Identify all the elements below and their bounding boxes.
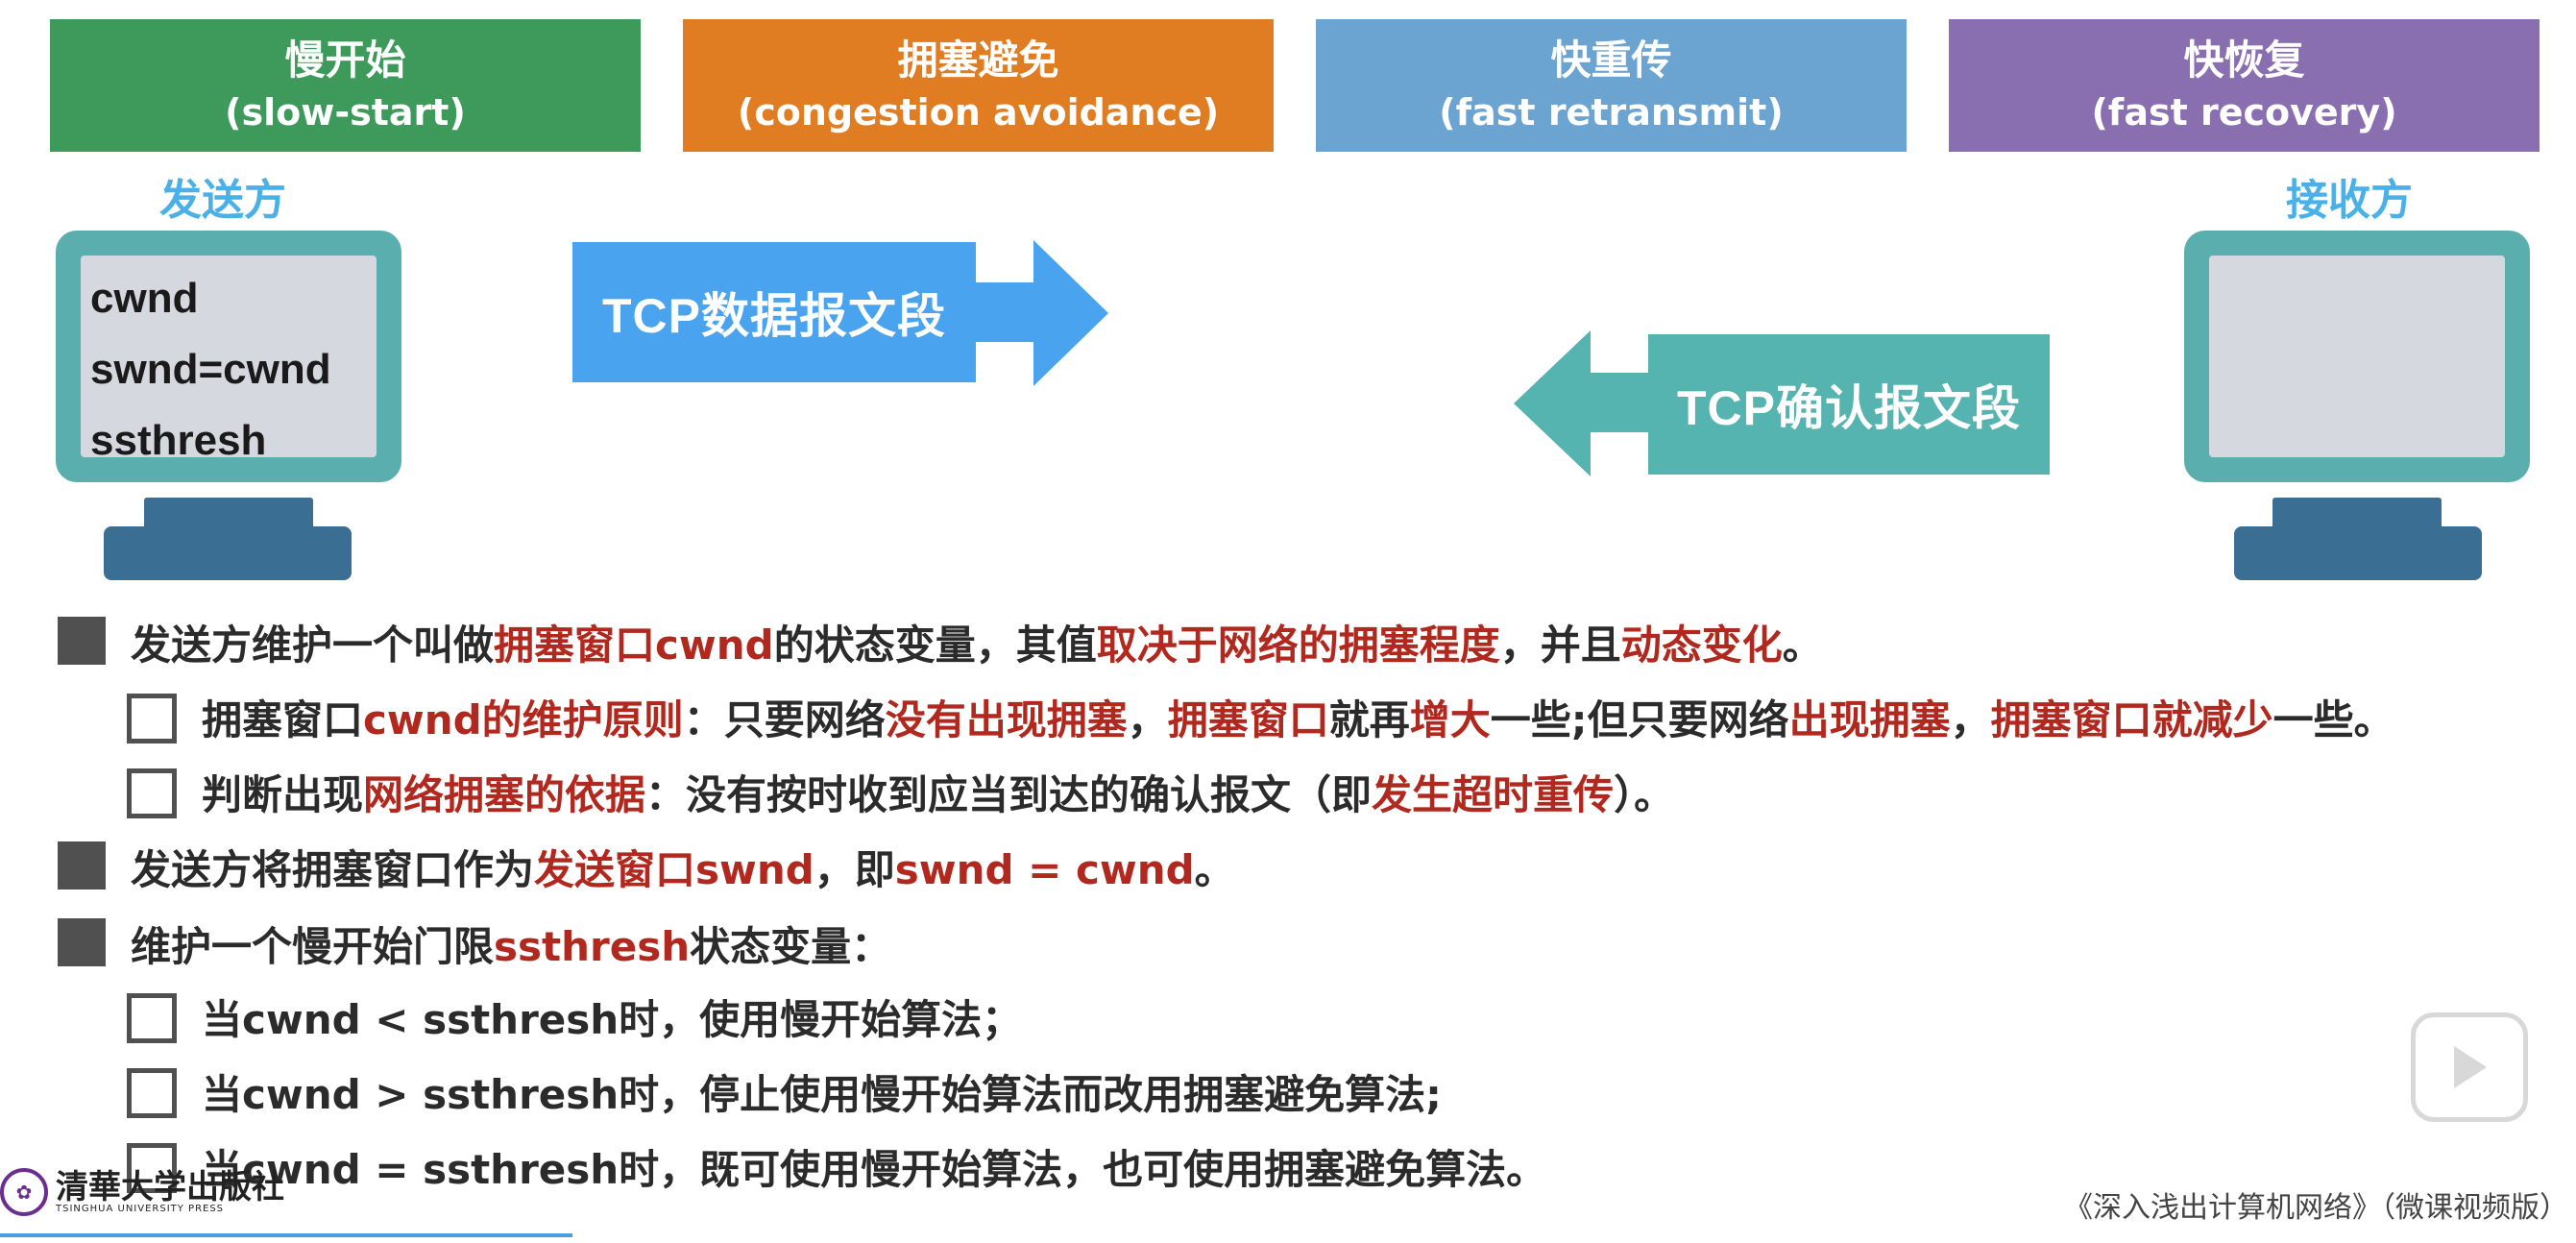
tcp-data-segment-label: TCP数据报文段 — [602, 289, 946, 343]
bullet-square-filled — [58, 918, 106, 966]
highlight: 网络拥塞的依据 — [363, 771, 646, 818]
text: 。 — [1194, 846, 1235, 893]
publisher-logo: ✿ 清華大学出版社 TSINGHUA UNIVERSITY PRESS — [0, 1168, 284, 1216]
text: 发送方将拥塞窗口作为 — [131, 846, 535, 893]
phase-cn: 快恢复 — [2183, 37, 2305, 84]
text: 拥塞窗口 — [202, 696, 364, 743]
text: ， — [1950, 696, 1991, 743]
phase-en: (congestion avoidance) — [737, 91, 1220, 134]
bullet-square-empty — [127, 993, 177, 1043]
sender-monitor-base — [104, 526, 352, 580]
play-icon — [2454, 1046, 2487, 1088]
data-arrow-shaft — [976, 282, 1033, 342]
bullet-3a: 当cwnd < ssthresh时，使用慢开始算法； — [202, 996, 1023, 1043]
sender-label: 发送方 — [159, 176, 286, 225]
text: ：没有按时收到应当到达的确认报文（即 — [645, 771, 1373, 818]
publisher-en: TSINGHUA UNIVERSITY PRESS — [56, 1203, 225, 1214]
phase-cn: 拥塞避免 — [897, 37, 1059, 84]
phase-cn: 慢开始 — [284, 37, 406, 84]
receiver-label: 接收方 — [2286, 176, 2413, 225]
text: 判断出现 — [202, 771, 364, 818]
text: ，并且 — [1499, 622, 1621, 669]
bullet-square-empty — [127, 1143, 177, 1193]
sender-screen: cwnd swnd=cwnd ssthresh — [81, 256, 377, 464]
highlight: 动态变化 — [1620, 622, 1783, 669]
phase-en: (fast retransmit) — [1439, 91, 1784, 134]
phase-congestion-avoidance: 拥塞避免 (congestion avoidance) — [683, 19, 1274, 152]
book-title: 《深入浅出计算机网络》（微课视频版） — [2064, 1191, 2568, 1225]
highlight: 发送窗口swnd — [534, 846, 814, 893]
var-swnd: swnd=cwnd — [90, 346, 331, 393]
bullet-square-empty — [127, 768, 177, 818]
text: 就再 — [1328, 696, 1410, 743]
bullet-square-empty — [127, 694, 177, 743]
text: ，即 — [814, 846, 895, 893]
text: ， — [1127, 696, 1168, 743]
bullet-1: 发送方维护一个叫做拥塞窗口cwnd的状态变量，其值取决于网络的拥塞程度，并且动态… — [131, 613, 1823, 671]
phase-slow-start: 慢开始 (slow-start) — [50, 19, 641, 152]
receiver-screen — [2209, 256, 2505, 457]
bullet-square-empty — [127, 1068, 177, 1118]
bullet-3: 维护一个慢开始门限ssthresh状态变量： — [131, 914, 891, 973]
text: 维护一个慢开始门限 — [131, 923, 495, 970]
tcp-data-segment: TCP数据报文段 — [572, 242, 976, 382]
highlight: 拥塞窗口cwnd — [494, 622, 774, 669]
highlight: 没有出现拥塞 — [885, 696, 1128, 743]
bullet-3b: 当cwnd > ssthresh时，停止使用慢开始算法而改用拥塞避免算法; — [202, 1071, 1442, 1118]
play-button[interactable] — [2411, 1012, 2528, 1122]
sender-monitor: cwnd swnd=cwnd ssthresh — [56, 231, 401, 482]
text: 。 — [1782, 622, 1823, 669]
text: 一些;但只要网络 — [1490, 696, 1789, 743]
highlight: ssthresh — [494, 923, 691, 970]
highlight: 拥塞窗口就减少 — [1990, 696, 2273, 743]
text: ）。 — [1614, 771, 1675, 818]
phase-fast-retransmit: 快重传 (fast retransmit) — [1316, 19, 1907, 152]
bullet-1a: 拥塞窗口cwnd的维护原则：只要网络没有出现拥塞，拥塞窗口就再增大一些;但只要网… — [202, 688, 2394, 746]
var-ssthresh: ssthresh — [90, 417, 267, 464]
highlight: cwnd的维护原则 — [363, 696, 684, 743]
text: 发送方维护一个叫做 — [131, 622, 495, 669]
tsinghua-seal-icon: ✿ — [0, 1168, 48, 1216]
highlight: 增大 — [1409, 696, 1491, 743]
ack-arrow-shaft — [1591, 373, 1648, 432]
var-cwnd: cwnd — [90, 275, 199, 322]
bullet-square-filled — [58, 841, 106, 890]
highlight: swnd = cwnd — [894, 846, 1195, 893]
phase-fast-recovery: 快恢复 (fast recovery) — [1949, 19, 2540, 152]
text: 状态变量： — [690, 923, 892, 970]
text: ：只要网络 — [683, 696, 886, 743]
receiver-monitor — [2184, 231, 2530, 482]
tcp-ack-segment-label: TCP确认报文段 — [1677, 381, 2021, 435]
bullet-square-filled — [58, 617, 106, 665]
right-arrow-icon — [1033, 240, 1108, 386]
receiver-monitor-neck — [2272, 498, 2442, 526]
bullet-1b: 判断出现网络拥塞的依据：没有按时收到应当到达的确认报文（即发生超时重传）。 — [202, 763, 1674, 821]
highlight: 拥塞窗口 — [1167, 696, 1329, 743]
sender-monitor-neck — [144, 498, 313, 526]
highlight: 取决于网络的拥塞程度 — [1096, 622, 1500, 669]
progress-line — [0, 1233, 572, 1237]
bullet-3c: 当cwnd = ssthresh时，既可使用慢开始算法，也可使用拥塞避免算法。 — [202, 1146, 1547, 1193]
highlight: 发生超时重传 — [1372, 771, 1615, 818]
phase-en: (fast recovery) — [2091, 91, 2397, 134]
text: 一些。 — [2272, 696, 2394, 743]
bullet-2: 发送方将拥塞窗口作为发送窗口swnd，即swnd = cwnd。 — [131, 838, 1235, 896]
phase-en: (slow-start) — [225, 91, 466, 134]
phase-cn: 快重传 — [1550, 37, 1672, 84]
text: 的状态变量，其值 — [773, 622, 1097, 669]
highlight: 出现拥塞 — [1788, 696, 1951, 743]
tcp-ack-segment: TCP确认报文段 — [1648, 334, 2050, 475]
publisher-cn: 清華大学出版社 — [56, 1167, 284, 1206]
left-arrow-icon — [1514, 330, 1591, 476]
receiver-monitor-base — [2234, 526, 2482, 580]
